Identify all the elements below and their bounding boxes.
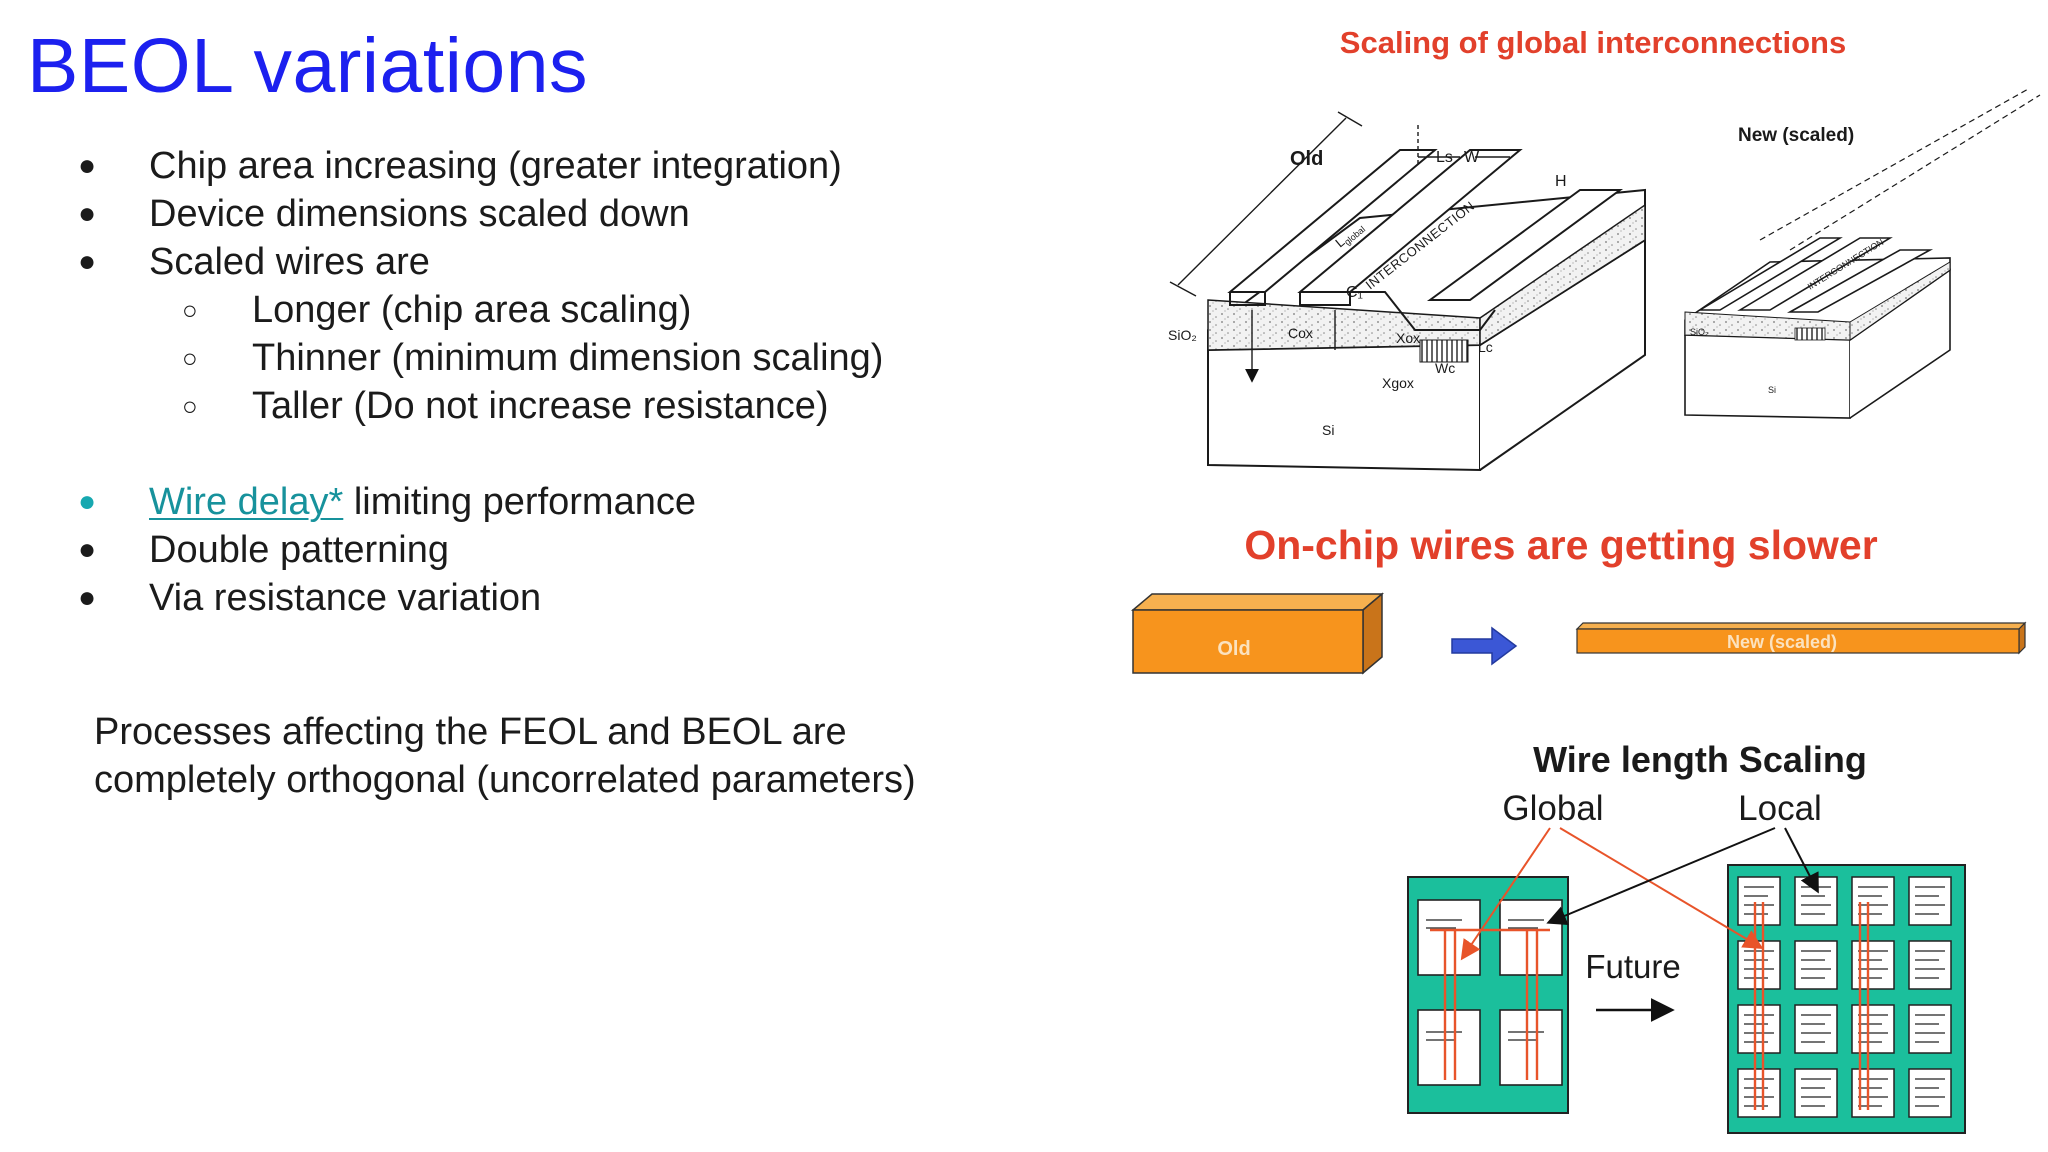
hollow-circle-icon: ○ xyxy=(182,295,198,325)
future-chip-block xyxy=(1727,864,1966,1134)
new-cross-section xyxy=(1684,87,2041,419)
bullet-item: ● Device dimensions scaled down xyxy=(78,190,690,238)
local-cell xyxy=(1794,1068,1838,1118)
local-cell xyxy=(1737,1068,1781,1118)
hollow-circle-icon: ○ xyxy=(182,343,198,373)
local-cell xyxy=(1851,1004,1895,1054)
cox-label: Cox xyxy=(1288,325,1313,341)
old-wire-bar: Old xyxy=(1130,592,1385,675)
slower-title: On-chip wires are getting slower xyxy=(1244,522,1877,568)
bar-new-label: New (scaled) xyxy=(1727,632,1837,652)
local-label: Local xyxy=(1738,789,1822,828)
bullet-dot-icon: ● xyxy=(78,197,97,230)
h-label: H xyxy=(1555,173,1567,190)
local-cell xyxy=(1794,876,1838,926)
sub-bullet-item: ○ Longer (chip area scaling) xyxy=(182,286,692,334)
bullet-text: Thinner (minimum dimension scaling) xyxy=(252,337,884,379)
bullet-text: Chip area increasing (greater integratio… xyxy=(149,145,842,187)
bullet-text: Scaled wires are xyxy=(149,241,430,283)
local-cell xyxy=(1908,876,1952,926)
wc-label: Wc xyxy=(1435,360,1455,376)
old-label: Old xyxy=(1290,148,1323,170)
label-arrows xyxy=(1460,827,1819,961)
bullet-dot-icon: ● xyxy=(78,533,97,566)
local-cell xyxy=(1737,876,1781,926)
bullet-item: ● Scaled wires are xyxy=(78,238,430,286)
wire-delay-link[interactable]: Wire delay* xyxy=(149,481,344,523)
new-si-label: Si xyxy=(1768,385,1776,395)
new-label: New (scaled) xyxy=(1738,125,1854,146)
bar-old-label: Old xyxy=(1217,638,1250,660)
wire-length-title: Wire length Scaling xyxy=(1533,739,1867,780)
xox-label: Xox xyxy=(1396,330,1420,346)
local-cell xyxy=(1851,940,1895,990)
global-label: Global xyxy=(1502,789,1603,828)
local-cell xyxy=(1908,1004,1952,1054)
local-cell xyxy=(1737,1004,1781,1054)
bullet-item: ● Double patterning xyxy=(78,526,449,574)
bullet-text: Device dimensions scaled down xyxy=(149,193,690,235)
bullet-dot-icon: ● xyxy=(78,149,97,182)
bullet-item: ● Chip area increasing (greater integrat… xyxy=(78,142,842,190)
bullet-text: Longer (chip area scaling) xyxy=(252,289,692,331)
sio2-label: SiO₂ xyxy=(1168,327,1197,343)
slide-title: BEOL variations xyxy=(27,23,589,109)
bullet-item: ● Wire delay* limiting performance xyxy=(78,478,696,526)
bullet-dot-icon: ● xyxy=(78,245,97,278)
local-cell xyxy=(1908,1068,1952,1118)
old-chip-block xyxy=(1407,876,1569,1114)
sub-bullet-item: ○ Taller (Do not increase resistance) xyxy=(182,382,829,430)
blue-arrow-icon xyxy=(1451,626,1518,666)
si-label: Si xyxy=(1322,422,1334,438)
local-cell xyxy=(1737,940,1781,990)
w-label: W xyxy=(1464,149,1480,166)
ls-label: Ls xyxy=(1436,149,1453,166)
bullet-dot-icon: ● xyxy=(78,485,97,518)
new-sio2-label: SiO₂ xyxy=(1690,327,1709,337)
local-cell xyxy=(1851,876,1895,926)
local-cell xyxy=(1908,940,1952,990)
local-cell xyxy=(1794,940,1838,990)
c1-label: C₁ xyxy=(1346,284,1363,301)
local-cell xyxy=(1794,1004,1838,1054)
scaling-title: Scaling of global interconnections xyxy=(1340,25,1846,60)
bullet-text: limiting performance xyxy=(343,481,696,523)
old-cross-section xyxy=(1169,111,1646,472)
new-wire-bar: New (scaled) xyxy=(1575,621,2027,655)
bullet-text: Double patterning xyxy=(149,529,449,571)
sub-bullet-item: ○ Thinner (minimum dimension scaling) xyxy=(182,334,884,382)
bullet-dot-icon: ● xyxy=(78,581,97,614)
xgox-label: Xgox xyxy=(1382,375,1414,391)
lc-label: Lc xyxy=(1478,339,1493,355)
scaling-figure: Scaling of global interconnections xyxy=(1130,25,2041,1134)
hollow-circle-icon: ○ xyxy=(182,391,198,421)
note-paragraph: Processes affecting the FEOL and BEOL ar… xyxy=(94,711,916,801)
local-cell xyxy=(1851,1068,1895,1118)
bullet-item: ● Via resistance variation xyxy=(78,574,542,622)
bullet-text: Taller (Do not increase resistance) xyxy=(252,385,829,427)
future-label: Future xyxy=(1585,948,1680,985)
bullet-text: Via resistance variation xyxy=(149,577,542,619)
